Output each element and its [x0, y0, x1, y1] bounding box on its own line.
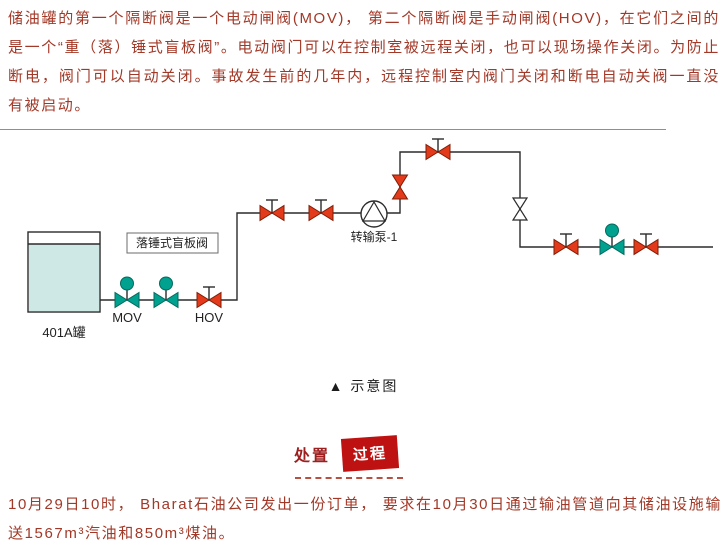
pump-symbol [360, 200, 388, 228]
open-valve-icon [511, 197, 529, 221]
process-badge: 过程 [340, 435, 400, 472]
gate-valve-top-icon [425, 138, 451, 161]
pipe-network [100, 151, 713, 301]
blind-valve-label: 落锤式盲板阀 [136, 235, 208, 250]
body-paragraph: 10月29日10时， Bharat石油公司发出一份订单， 要求在10月30日通过… [8, 496, 722, 542]
intro-paragraph: 储油罐的第一个隔断阀是一个电动闸阀(MOV)， 第二个隔断阀是手动闸阀(HOV)… [8, 10, 720, 114]
gate-valve-4-icon [633, 233, 659, 256]
hov-label: HOV [195, 310, 224, 325]
divider-line [0, 129, 666, 130]
hand-valve-hov-icon [196, 286, 222, 309]
gate-valve-3-icon [553, 233, 579, 256]
gate-valve-2-icon [308, 199, 334, 222]
vertical-valve-icon [391, 174, 409, 200]
motor-valve-2-icon [153, 276, 179, 309]
figure-caption: ▲ 示意图 [328, 378, 399, 394]
blind-valve-label-box: 落锤式盲板阀 [126, 232, 219, 254]
section-title: 处置 [294, 447, 331, 465]
tank-label: 401A罐 [42, 325, 85, 340]
dashed-underline [295, 477, 403, 479]
piping-diagram: 落锤式盲板阀 [27, 138, 713, 340]
gate-valve-1-icon [259, 199, 285, 222]
section-heading: 处置 过程 [294, 435, 400, 472]
storage-tank [27, 231, 101, 313]
motor-valve-1-icon [114, 276, 140, 309]
mov-label: MOV [112, 310, 142, 325]
pump-label: 转输泵-1 [351, 229, 398, 244]
motor-valve-3-icon [599, 223, 625, 256]
